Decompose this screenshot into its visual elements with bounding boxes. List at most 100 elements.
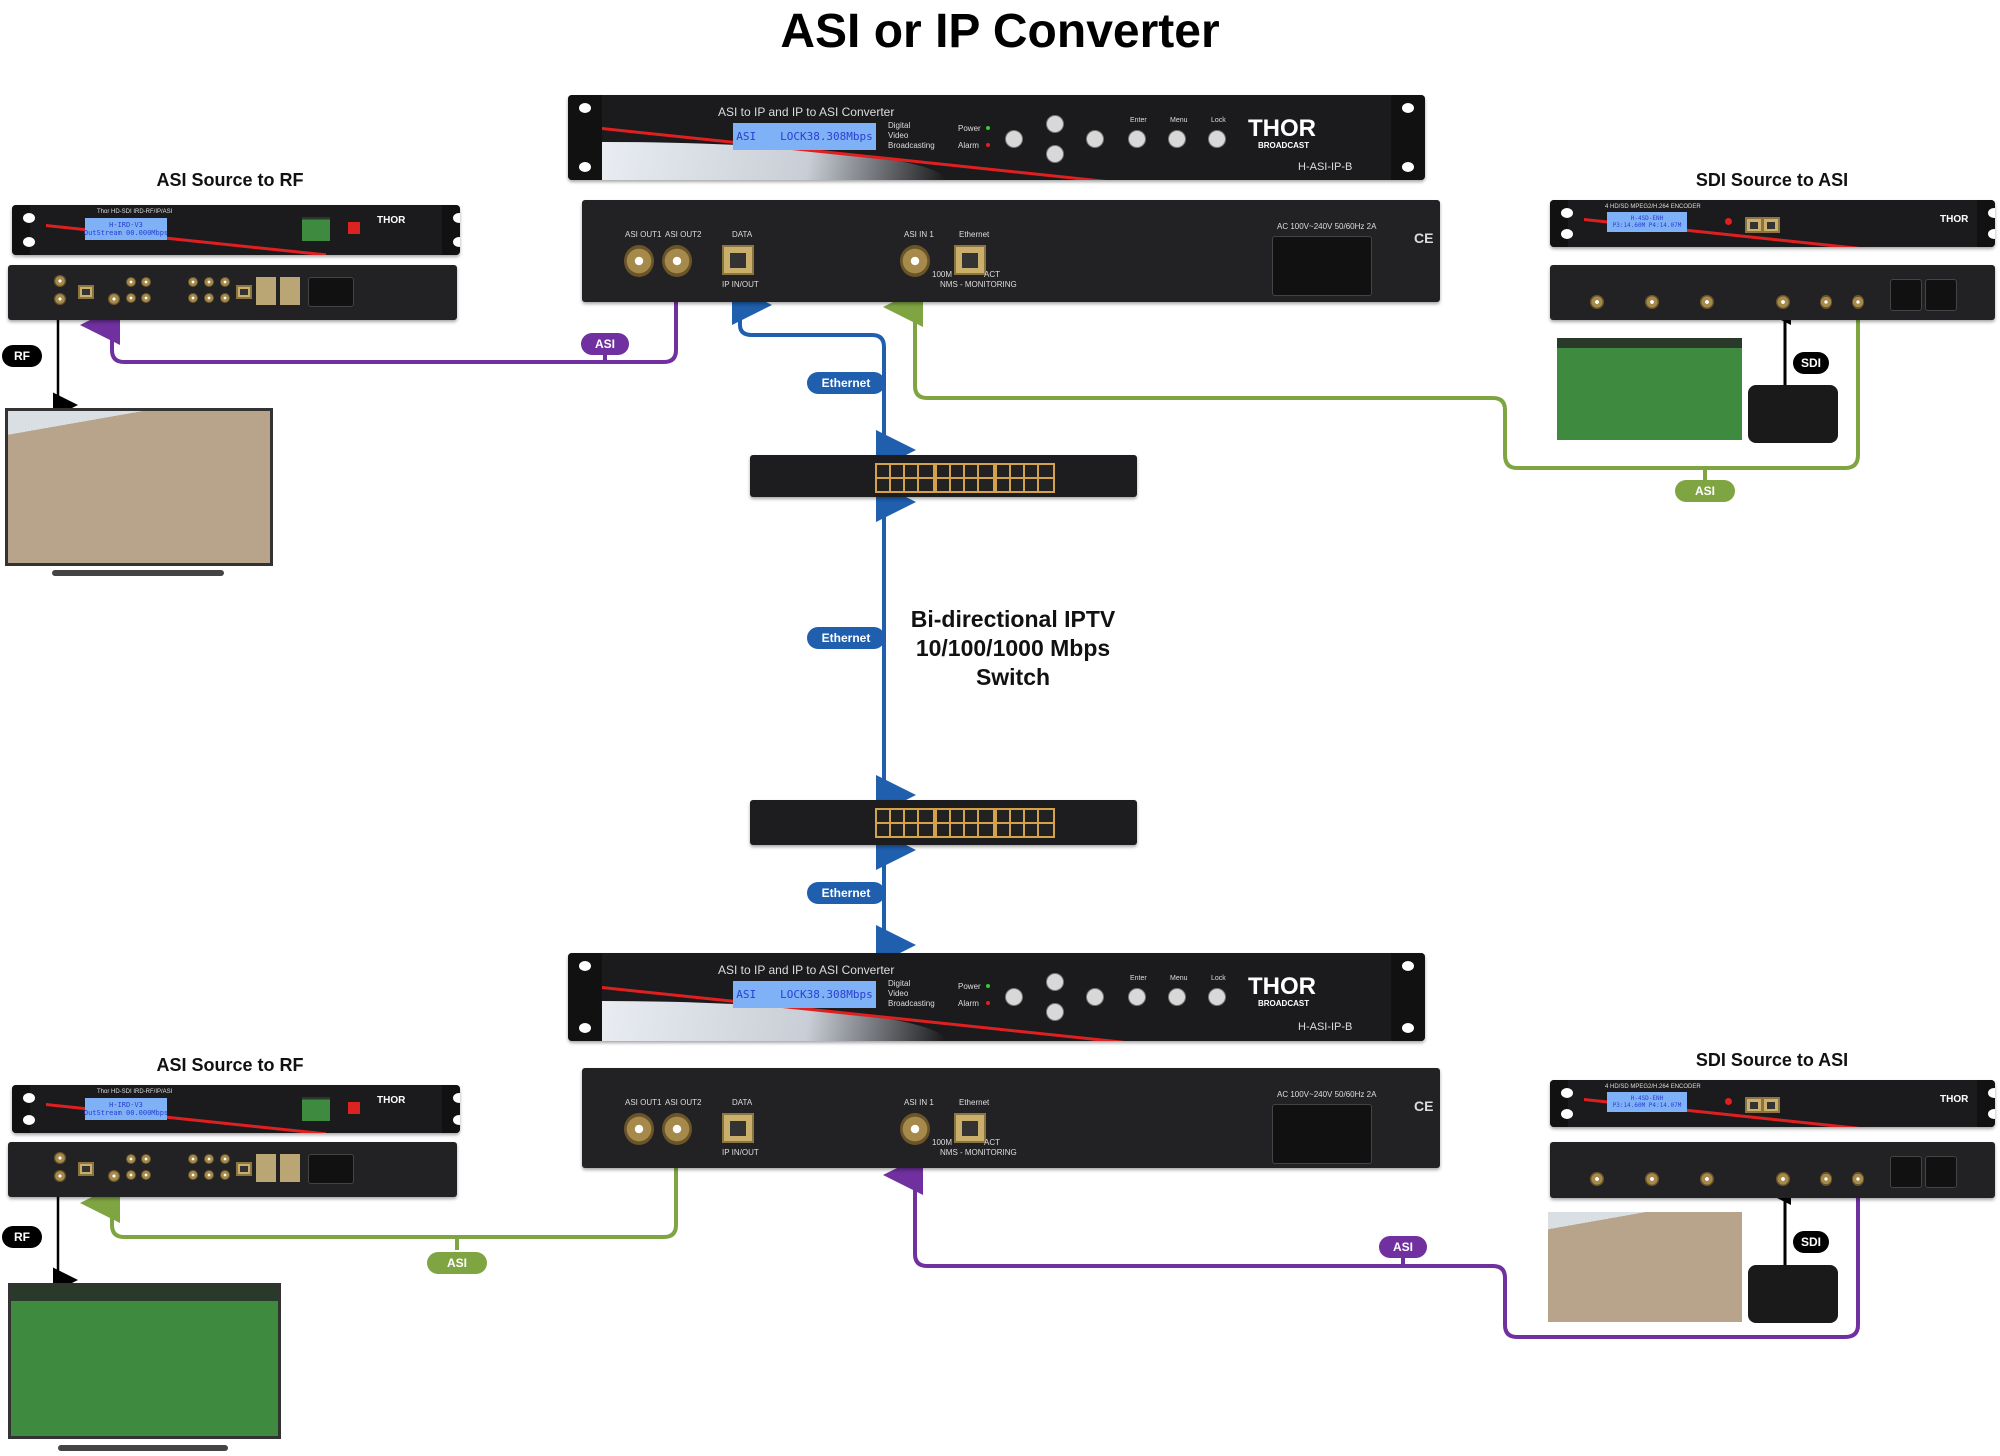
switch-port[interactable]: [977, 477, 995, 493]
asi-in1-port[interactable]: [900, 1113, 930, 1145]
asi-in-port[interactable]: [108, 1170, 120, 1182]
switch-port[interactable]: [1037, 477, 1055, 493]
alarm-led: [986, 143, 990, 147]
data-port[interactable]: [722, 245, 754, 275]
sdi-label-top: SDI: [1793, 352, 1829, 374]
encoder-nms-port[interactable]: [1745, 217, 1763, 233]
ird-bottom-rear: [8, 1142, 457, 1197]
model-number: H-ASI-IP-B: [1298, 161, 1353, 173]
up-button[interactable]: [1046, 973, 1064, 991]
rf-out-port[interactable]: [54, 293, 66, 305]
label-top-left: ASI Source to RF: [156, 170, 304, 190]
ird-mini-screen: [302, 217, 330, 241]
network-switch-top: [750, 455, 1137, 497]
switch-caption: Bi-directional IPTV 10/100/1000 Mbps Swi…: [910, 606, 1116, 690]
switch-port[interactable]: [917, 477, 935, 493]
switch-port[interactable]: [977, 822, 995, 838]
left-button[interactable]: [1005, 988, 1023, 1006]
right-button[interactable]: [1086, 988, 1104, 1006]
ethernet-label-2: Ethernet: [807, 627, 885, 649]
left-button[interactable]: [1005, 130, 1023, 148]
asi-out1-port[interactable]: [624, 245, 654, 277]
right-button[interactable]: [1086, 130, 1104, 148]
down-button[interactable]: [1046, 145, 1064, 163]
menu-button[interactable]: [1168, 130, 1186, 148]
ethernet-nms-port[interactable]: [954, 1113, 986, 1143]
enter-button[interactable]: [1128, 130, 1146, 148]
tv-stand: [58, 1445, 228, 1451]
tv-bottom-left: [8, 1283, 281, 1439]
wire-asi-purple-bottom: [883, 1155, 1860, 1339]
up-button[interactable]: [1046, 115, 1064, 133]
encoder-nms-port[interactable]: [1745, 1097, 1763, 1113]
encoder-data-port[interactable]: [1762, 217, 1780, 233]
rf-out-port[interactable]: [54, 1170, 66, 1182]
ethernet-nms-port[interactable]: [954, 245, 986, 275]
ird-top-rear: [8, 265, 457, 320]
lock-button[interactable]: [1208, 130, 1226, 148]
converter-top-rear: ASI OUT1 ASI OUT2 DATA IP IN/OUT ASI IN …: [582, 200, 1440, 302]
wire-asi-green-top: [883, 287, 1860, 470]
asi-out2-port[interactable]: [662, 245, 692, 277]
encoder-bottom-rear: [1550, 1142, 1995, 1198]
sdi-in-port[interactable]: [1776, 295, 1790, 309]
sdi-in-port[interactable]: [1776, 1172, 1790, 1186]
label-bottom-right: SDI Source to ASI: [1695, 1050, 1849, 1070]
ethernet-label-3: Ethernet: [807, 882, 885, 904]
ird-red-button[interactable]: [348, 1102, 360, 1114]
enter-button[interactable]: [1128, 988, 1146, 1006]
ird-red-button[interactable]: [348, 222, 360, 234]
asi-in-port[interactable]: [108, 293, 120, 305]
asi-out2-port[interactable]: [662, 1113, 692, 1145]
soccer-photo-top: [1557, 338, 1742, 440]
wire-asi-top: [80, 268, 678, 364]
rf-label-top: RF: [2, 345, 42, 367]
thor-logo: THOR: [1248, 115, 1316, 142]
ce-mark: CE: [1414, 1098, 1434, 1114]
wire-asi-green-bottom: [80, 1150, 678, 1239]
encoder-data-port[interactable]: [1762, 1097, 1780, 1113]
data-port[interactable]: [722, 1113, 754, 1143]
tv-stand: [52, 570, 224, 576]
lock-button[interactable]: [1208, 988, 1226, 1006]
converter-bottom-rear: ASI OUT1 ASI OUT2 DATA IP IN/OUT ASI IN …: [582, 1068, 1440, 1168]
diagram-title: ASI or IP Converter: [780, 5, 1220, 58]
tv-top-left: [5, 408, 273, 566]
video-camera-icon: [1748, 1265, 1838, 1323]
converter-front-title: ASI to IP and IP to ASI Converter: [718, 105, 895, 119]
asi-label-top: ASI: [581, 333, 629, 355]
ce-mark: CE: [1414, 230, 1434, 246]
power-inlet[interactable]: [1272, 236, 1372, 296]
tv-image-soccer: [11, 1286, 278, 1436]
power-label: Power: [958, 124, 981, 133]
down-button[interactable]: [1046, 1003, 1064, 1021]
label-bottom-left: ASI Source to RF: [156, 1055, 304, 1075]
menu-button[interactable]: [1168, 988, 1186, 1006]
encoder-asi-out2-port[interactable]: [1852, 295, 1864, 309]
asi-label-top-right: ASI: [1675, 480, 1735, 502]
asi-out1-port[interactable]: [624, 1113, 654, 1145]
video-camera-icon: [1748, 385, 1838, 443]
tv-image-skimboarder: [8, 411, 270, 563]
encoder-asi-out2-port[interactable]: [1852, 1172, 1864, 1186]
switch-port[interactable]: [917, 822, 935, 838]
skimboard-photo-bottom: [1548, 1212, 1742, 1322]
asi-in1-port[interactable]: [900, 245, 930, 277]
asi-label-bottom-left: ASI: [427, 1252, 487, 1274]
ethernet-label-1: Ethernet: [807, 372, 885, 394]
encoder-top-rear: [1550, 265, 1995, 320]
power-inlet[interactable]: [1272, 1104, 1372, 1164]
switch-port[interactable]: [1037, 822, 1055, 838]
thor-logo: THOR: [1248, 973, 1316, 1000]
